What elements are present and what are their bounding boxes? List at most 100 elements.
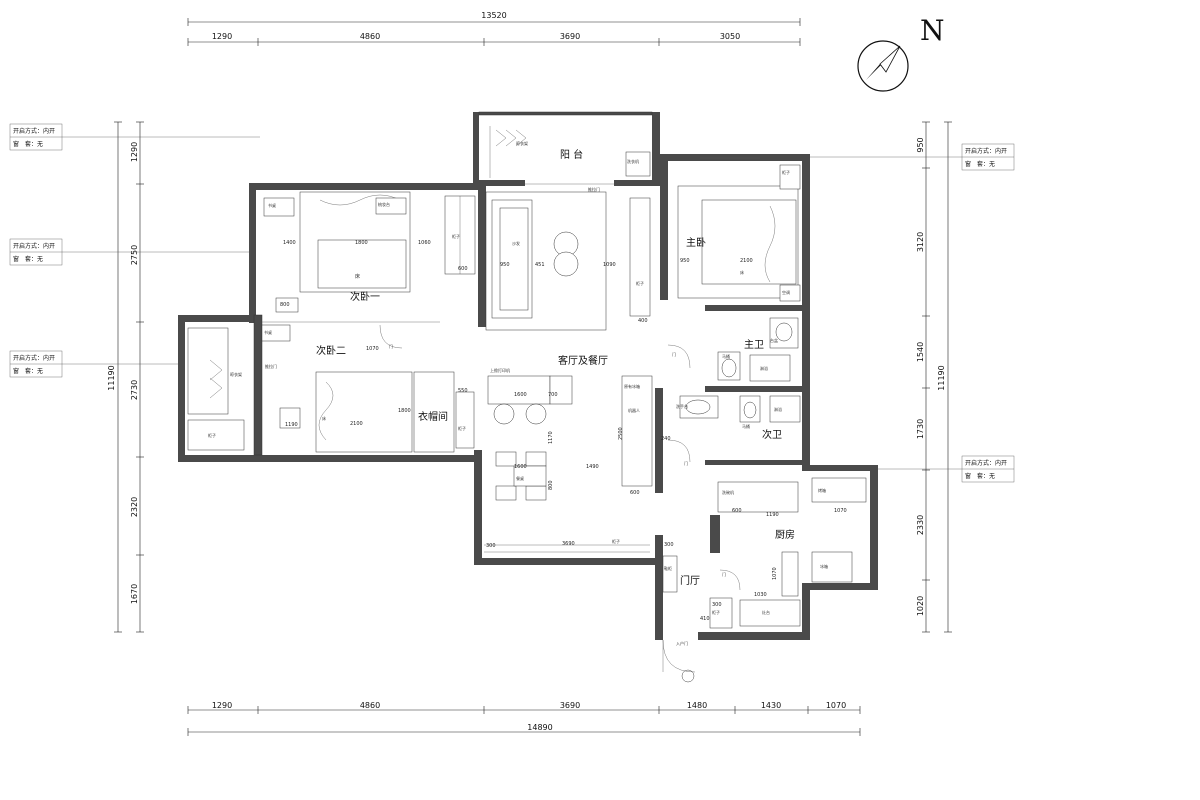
second-bedroom-2: 晾衣架 推拉门 2100 1800 床 次卧二 1190 书桌 1290 柜子 … — [187, 321, 440, 453]
living-dim-1090: 1090 — [603, 262, 616, 268]
bottom-dim-6: 1070 — [826, 701, 846, 710]
foyer: 门厅 鞋柜 300 柜子 300 410 入户门 — [662, 542, 733, 683]
bed2-door-label: 门 — [389, 343, 393, 349]
room-kitchen: 厨房 — [775, 528, 795, 541]
room-master: 主卧 — [686, 236, 706, 249]
living-room-lounge: 沙发 950 451 1090 柜子 400 客厅及餐厅 — [485, 191, 651, 367]
living-dim-950: 950 — [500, 262, 510, 268]
right-dim-3: 1540 — [916, 342, 925, 362]
bed2-cabinet-label: 柜子 — [208, 432, 216, 438]
room-foyer: 门厅 — [680, 574, 700, 587]
window-note-open-4: 开启方式：内开 — [965, 147, 1007, 155]
fridge-orig-label: 原有冰箱 — [624, 383, 640, 389]
window-note-grille-3: 窗 套：无 — [13, 367, 43, 375]
room-guest-bath: 次卫 — [762, 428, 782, 441]
master-toilet-label: 马桶 — [722, 353, 730, 359]
window-note-grille-4: 窗 套：无 — [965, 160, 995, 168]
bottom-dim-2: 4860 — [360, 701, 380, 710]
left-dim-5: 1670 — [130, 584, 139, 604]
dining-table-label: 餐桌 — [516, 475, 524, 481]
right-dim-5: 2330 — [916, 515, 925, 535]
master-ac-label: 空调 — [782, 289, 790, 295]
master-cabinet-label: 柜子 — [782, 169, 790, 175]
top-dim-2: 4860 — [360, 32, 380, 41]
desk-label: 书桌 — [268, 202, 276, 208]
window-notes-left: 开启方式：内开 窗 套：无 开启方式：内开 窗 套：无 开启方式：内开 窗 套：… — [9, 123, 260, 378]
cloak-dim: 550 — [458, 388, 468, 394]
dining-dim-700: 700 — [548, 392, 558, 398]
left-dim-4: 2320 — [130, 497, 139, 517]
left-total-dim: 11190 — [107, 365, 116, 390]
bottom-dim-4: 1480 — [687, 701, 707, 710]
bottom-dim-3: 3690 — [560, 701, 580, 710]
master-bath-door: 门 — [672, 351, 676, 357]
bottom-dim-5: 1430 — [761, 701, 781, 710]
kitchen: 洗碗机 600 1190 厨房 烤箱 1070 冰箱 灶台 1030 1070 … — [717, 477, 867, 627]
guest-bath: 洗手台 马桶 淋浴 次卫 门 240 — [661, 395, 801, 466]
master-basin-label: 台盆 — [770, 337, 778, 343]
room-second-bedroom-1: 次卧一 — [350, 290, 380, 303]
guest-toilet-label: 马桶 — [742, 423, 750, 429]
window-note-grille-1: 窗 套：无 — [13, 140, 43, 148]
dining-area: 上掀打印机 1600 700 1170 1600 餐桌 1490 800 369… — [484, 367, 653, 553]
room-master-bath: 主卫 — [744, 339, 764, 351]
left-dim-3: 2730 — [130, 380, 139, 400]
bed2-bed-label: 床 — [322, 415, 326, 421]
compass-north-label: N — [920, 14, 945, 47]
right-dim-1: 950 — [916, 137, 925, 152]
dressing-label: 梳妆台 — [378, 201, 390, 207]
north-compass: N — [857, 14, 945, 92]
dining-dim-1170: 1170 — [548, 431, 554, 444]
kitchen-door-label: 门 — [722, 571, 726, 577]
bed2-dim-1190: 1190 — [285, 422, 298, 428]
dining-dim-300: 300 — [486, 543, 496, 549]
master-shower-label: 淋浴 — [760, 365, 768, 371]
living-dim-400: 400 — [638, 318, 648, 324]
living-dim-451: 451 — [535, 262, 545, 268]
foyer-dim-410: 410 — [700, 616, 710, 622]
dining-dim-1600a: 1600 — [514, 392, 527, 398]
right-dim-6: 1020 — [916, 596, 925, 616]
kitchen-dim-1190: 1190 — [766, 512, 779, 518]
foyer-dim-300: 300 — [664, 542, 674, 548]
bed2-dim-width: 2100 — [350, 421, 363, 427]
foyer-dim-300b: 300 — [712, 602, 722, 608]
dining-dim-3690: 3690 — [562, 541, 575, 547]
bottom-total-dim: 14890 — [527, 723, 552, 732]
room-balcony: 阳 台 — [560, 148, 583, 161]
bottom-dimension-lines: 1290 4860 3690 1480 1430 1070 14890 — [187, 701, 861, 736]
master-bedroom: 主卧 2100 950 床 柜子 空调 — [677, 157, 801, 302]
kitchen-dim-1070b: 1070 — [772, 567, 778, 580]
room-second-bedroom-2: 次卧二 — [316, 344, 346, 357]
right-dimension-lines: 950 3120 1540 1730 2330 1020 11190 — [916, 121, 952, 633]
second-bedroom-1: 1800 床 次卧一 1060 1400 书桌 梳妆台 柜子 600 800 — [249, 191, 476, 313]
bed2-desk-label: 书桌 — [264, 329, 272, 335]
bed2-dim-len: 1800 — [398, 408, 411, 414]
left-dim-1: 1290 — [130, 142, 139, 162]
bed1-dim-side: 1060 — [418, 240, 431, 246]
right-dim-2: 3120 — [916, 232, 925, 252]
dining-dim-800: 800 — [548, 480, 554, 490]
window-note-grille-5: 窗 套：无 — [965, 472, 995, 480]
bed1-label: 床 — [355, 273, 360, 280]
bed1-dim-small: 800 — [280, 302, 290, 308]
bed2-rack-label: 晾衣架 — [230, 371, 242, 377]
bed1-dim-width: 1800 — [355, 240, 368, 246]
entry-door-label: 入户门 — [676, 640, 688, 646]
bottom-dim-1: 1290 — [212, 701, 232, 710]
sofa-label: 沙发 — [512, 240, 520, 246]
window-note-open-2: 开启方式：内开 — [13, 242, 55, 250]
dining-dim-1490: 1490 — [586, 464, 599, 470]
top-dimension-lines: 13520 1290 4860 3690 3050 — [187, 11, 801, 46]
guest-shower-label: 淋浴 — [774, 406, 782, 412]
top-dim-3: 3690 — [560, 32, 580, 41]
window-notes-right: 开启方式：内开 窗 套：无 开启方式：内开 窗 套：无 — [810, 143, 1015, 483]
tv-cabinet-label: 柜子 — [636, 280, 644, 286]
printer-label: 上掀打印机 — [490, 367, 510, 373]
right-dim-4: 1730 — [916, 419, 925, 439]
window-note-open-3: 开启方式：内开 — [13, 354, 55, 362]
dining-dim-1600b: 1600 — [514, 464, 527, 470]
right-total-dim: 11190 — [937, 365, 946, 390]
guest-bath-door: 门 — [684, 460, 688, 466]
balcony-washer-label: 洗衣机 — [627, 158, 639, 164]
